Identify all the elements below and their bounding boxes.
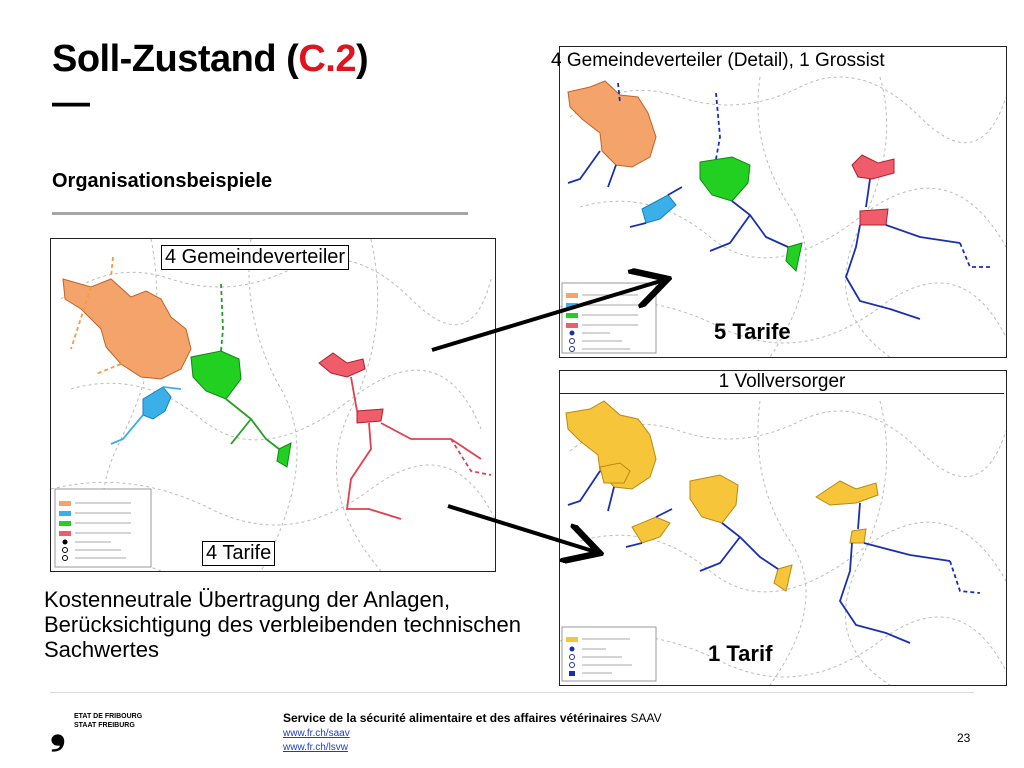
link-lsvw[interactable]: www.fr.ch/lsvw (283, 742, 349, 753)
subtitle: Organisationsbeispiele (52, 170, 273, 192)
service-abbr: SAAV (630, 711, 662, 725)
footer-divider (50, 692, 974, 693)
region-green-small (785, 242, 803, 273)
map-top-right-tariff: 5 Tarife (714, 319, 791, 344)
region-red (318, 352, 366, 378)
title-dash: — (52, 82, 90, 124)
region-red-small (356, 408, 384, 424)
map-bottom-right: 1 Vollversorger 1 Tarif (559, 370, 1007, 686)
map-top-right-graphic (560, 76, 1006, 357)
canton-name: ETAT DE FRIBOURG STAAT FREIBURG (74, 712, 142, 730)
region-red (851, 154, 895, 180)
region-green-small (276, 442, 292, 468)
map-left: 4 Gemeindeverteiler 4 Tarife (50, 238, 496, 572)
map-bottom-right-graphic (560, 400, 1006, 685)
canton-logo-icon: ❟ (50, 706, 66, 753)
map-bottom-right-legend-swatches (566, 637, 632, 676)
map-bottom-right-networks (567, 470, 981, 644)
region-green (190, 350, 242, 400)
map-top-right-header: 4 Gemeindeverteiler (Detail), 1 Grossist (551, 50, 885, 71)
page-title: Soll-Zustand (C.2) (52, 38, 369, 80)
map-left-legend-swatches (59, 501, 131, 561)
map-top-right: 5 Tarife (559, 46, 1007, 358)
map-left-graphic (51, 239, 495, 571)
regions-yellow (565, 400, 879, 592)
region-cyan (142, 386, 172, 420)
map-left-legend (54, 488, 152, 568)
canton-line-de: STAAT FREIBURG (74, 722, 135, 729)
region-cyan (641, 194, 677, 224)
link-saav[interactable]: www.fr.ch/saav (283, 728, 350, 739)
map-left-networks (70, 256, 492, 520)
map-bottom-right-header: 1 Vollversorger (560, 371, 1004, 394)
map-left-label: 4 Gemeindeverteiler (161, 245, 350, 270)
region-orange (567, 80, 657, 168)
region-orange (62, 278, 192, 380)
map-top-right-networks (567, 82, 990, 320)
page-number: 23 (957, 731, 971, 745)
title-code: C.2 (298, 38, 356, 80)
subtitle-divider (52, 212, 468, 215)
region-green (699, 156, 751, 202)
canton-line-fr: ETAT DE FRIBOURG (74, 713, 143, 720)
map-left-tariff: 4 Tarife (202, 541, 276, 566)
map-bottom-right-tariff: 1 Tarif (708, 641, 773, 666)
region-red-small (859, 208, 889, 226)
service-block: Service de la sécurité alimentaire et de… (283, 711, 662, 753)
service-name: Service de la sécurité alimentaire et de… (283, 711, 628, 725)
body-text: Kostenneutrale Übertragung der Anlagen, … (44, 587, 521, 662)
map-bottom-right-legend (561, 626, 657, 682)
